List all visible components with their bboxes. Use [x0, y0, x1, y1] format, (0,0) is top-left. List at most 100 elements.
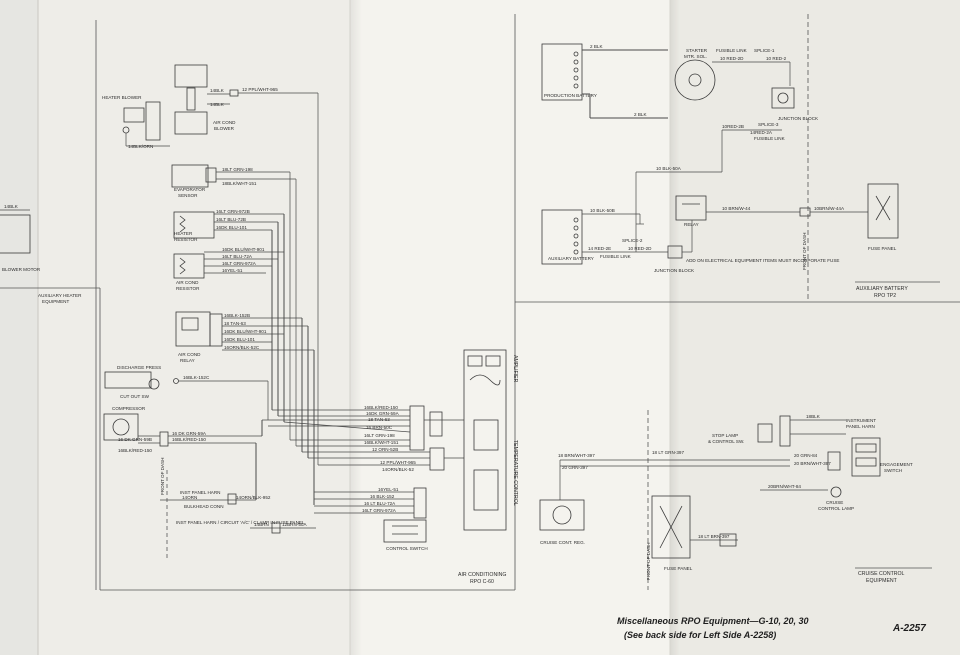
comp-wire-2: 16BLK/RED-150: [118, 448, 152, 453]
cruise-regulator: [539, 499, 585, 531]
starter-label-1: STARTER: [686, 48, 708, 53]
cruise-lamp-label-2: CONTROL LAMP: [818, 506, 854, 511]
fusible-link-label: FUSIBLE LINK: [716, 48, 748, 53]
page-number: A-2257: [892, 623, 926, 634]
starter-label-2: MTR. SOL.: [684, 54, 707, 59]
ac-res-wire-4: 16YEL-51: [222, 268, 243, 273]
ac-section-label-1: AIR CONDITIONING: [458, 572, 506, 578]
bulkhead-label: BULKHEAD CONN: [184, 504, 224, 509]
cruise-control-section: FRONT OF DASH STOP LAMP & CONTROL SW. 18…: [539, 410, 932, 590]
auxiliary-battery: [541, 209, 583, 265]
harness-wire-2: 16DK GRN-59A: [366, 411, 400, 416]
fuse-wire-battery: 10BRN/W-44A: [814, 206, 845, 211]
harness-wire-6: 16BLK/WHT-151: [364, 440, 399, 445]
relay-wire-3: 16DK BLU/WHT-901: [224, 329, 267, 334]
ac-section-label-2: RPO C-60: [470, 579, 494, 585]
ac-relay-label-1: AIR COND: [178, 352, 201, 357]
fuse-wire-1: 14BRN: [254, 522, 269, 527]
cruise-fuse-panel-label: FUSE PANEL: [664, 566, 693, 571]
ac-res-wire-1: 16DK BLU/WHT-901: [222, 247, 265, 252]
panel-wire-1: 14ORN: [182, 495, 197, 500]
splice-3-wire: 10RED-2B: [722, 124, 744, 129]
harness-wire-3: 18 TAN-63: [368, 417, 390, 422]
fuse-note-label: INST PANEL HARN / CIRCUIT 'A/C' / CLAMP …: [176, 520, 305, 525]
splice-3-label: SPLICE-3: [758, 122, 779, 127]
relay-wire-1: 16BLK-152B: [224, 313, 250, 318]
temperature-control-box: [463, 349, 507, 531]
splice-wire-2: 10 RED-2: [766, 56, 787, 61]
harness-wire-8: 12 PPL/WHT-965: [380, 460, 416, 465]
harness-wire-5: 16LT GRN-198: [364, 433, 395, 438]
amplifier-label: AMPLIFIER: [512, 355, 518, 383]
instrument-panel-label-1: INSTRUMENT: [846, 418, 876, 423]
paper-left-panel: [38, 0, 350, 655]
comp-wire-1: 16 DK GRN-59B: [118, 437, 152, 442]
front-of-dash-battery: FRONT OF DASH: [802, 233, 807, 270]
relay-wire-4: 16DK BLU-101: [224, 337, 255, 342]
switch-wire-2: 16 BLK-152: [370, 494, 395, 499]
ac-resistor-label-2: RESISTOR: [176, 286, 200, 291]
junction-block-label: JUNCTION BLOCK: [778, 116, 819, 121]
splice-2-label: SPLICE-2: [622, 238, 643, 243]
splice-wire-1: 10 RED-2D: [720, 56, 744, 61]
auxiliary-battery-section: FRONT OF DASH PRODUCTION BATTERY 2 BLK 2…: [515, 14, 960, 303]
harness-wire-4: 16 BRN-50C: [366, 425, 393, 430]
cruise-section-label-1: CRUISE CONTROL: [858, 571, 905, 577]
comp-wire-right-2: 16BLK/RED-150: [172, 437, 206, 442]
control-switch-label: CONTROL SWITCH: [386, 546, 428, 551]
splice-3-wire-b: 14RED-2A: [750, 130, 773, 135]
production-battery: [541, 43, 583, 101]
temp-control-label: TEMPERATURE CONTROL: [512, 440, 518, 506]
splice-2-fl-label: FUSIBLE LINK: [600, 254, 632, 259]
heater-wire-1: 16LT GRN-972B: [216, 209, 250, 214]
aux-battery-label: AUXILIARY BATTERY: [548, 256, 594, 261]
cruise-switch-wire-2: 20 GRN-84: [794, 453, 818, 458]
evap-wire-1: 18LT GRN-198: [222, 167, 253, 172]
harness-wire-labels: 16BLK/RED-150 16DK GRN-59A 18 TAN-63 16 …: [364, 405, 416, 472]
aux-wire-label: 14BLK: [4, 204, 19, 209]
aux-heater-label-1: AUXILIARY HEATER: [38, 293, 82, 298]
reg-wire-2: 20 GRN-397: [562, 465, 588, 470]
battery-wire-mid: 2 BLK: [634, 112, 647, 117]
fold-shadow-2: [670, 0, 680, 655]
dash-wire-label: 18 LT GRN-397: [652, 450, 684, 455]
ac-resistor-wires: 16DK BLU/WHT-901 16LT BLU-72A 16LT GRN-9…: [204, 247, 284, 274]
engagement-label-2: SWITCH: [884, 468, 902, 473]
comp-wire-right-1: 16 DK GRN-59A: [172, 431, 207, 436]
battery-section-label-1: AUXILIARY BATTERY: [856, 286, 908, 292]
ac-resistor-label-1: AIR COND: [176, 280, 199, 285]
cruise-section-label-2: EQUIPMENT: [866, 578, 898, 584]
starter-solenoid: [674, 59, 716, 101]
heater-resistor-label-1: HEATER: [174, 231, 193, 236]
harness-wire-1: 16BLK/RED-150: [364, 405, 398, 410]
heater-blower-label: HEATER BLOWER: [102, 95, 142, 100]
battery-wire-top: 2 BLK: [590, 44, 603, 49]
blower-wire-ppl: 12 PPL/WHT-965: [242, 87, 278, 92]
splice-2-wire-a: 14 RED-2E: [588, 246, 611, 251]
relay-wire-2: 18 TAN-63: [224, 321, 246, 326]
switch-wire-3: 16 LT BLU-72A: [364, 501, 396, 506]
ground-wire-label: 16BLK-152C: [183, 375, 210, 380]
relay-feed-label: 10 BLK-50A: [656, 166, 682, 171]
switch-wire-1: 16YEL-51: [378, 487, 399, 492]
paper-middle-panel: [350, 0, 670, 655]
switch-wire-4: 16LT GRN-972A: [362, 508, 397, 513]
battery-fuse-panel: [867, 183, 899, 239]
ac-res-wire-3: 16LT GRN-972A: [222, 261, 257, 266]
junction-block-2-label: JUNCTION BLOCK: [654, 268, 695, 273]
front-of-dash-cruise: FRONT OF DASH: [646, 543, 651, 580]
fold-shadow: [350, 0, 362, 655]
stop-lamp-label-1: STOP LAMP: [712, 433, 738, 438]
blower-motor-label: BLOWER MOTOR: [2, 267, 41, 272]
control-switch-box: [383, 519, 427, 543]
blower-wire-mid: 14BLK: [210, 102, 225, 107]
heater-wire-3: 16DK BLU-101: [216, 225, 247, 230]
cruise-switch-wire-1: 18BLK: [806, 414, 821, 419]
reg-wire-1: 18 BRN/WHT-397: [558, 453, 595, 458]
battery-section-label-2: RPO TP2: [874, 293, 896, 299]
engagement-label-1: ENGAGEMENT: [880, 462, 913, 467]
blower-wire-top: 14BLK: [210, 88, 225, 93]
paper-left-strip: [0, 0, 38, 655]
